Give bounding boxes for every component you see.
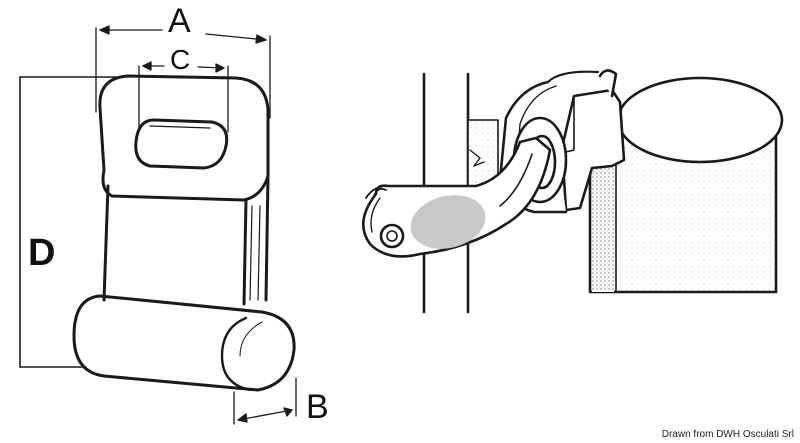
dimension-a-line	[95, 25, 271, 119]
bracket-loop	[98, 74, 270, 202]
dimension-c-line	[138, 61, 229, 133]
dimension-d-line	[19, 76, 117, 368]
credit-text: Drawn from DWH Osculati Srl	[661, 429, 794, 440]
bracket-dimension-drawing	[19, 25, 297, 425]
dimension-c-label: C	[170, 44, 191, 75]
bracket-strap	[102, 174, 270, 306]
dimension-b-line	[233, 377, 297, 425]
lever-arm	[362, 136, 552, 258]
bracket-roller	[72, 294, 296, 392]
installed-view-drawing	[362, 69, 784, 314]
dimension-b-label: B	[306, 388, 329, 426]
bracket-slot	[134, 118, 229, 170]
dimension-d-label: D	[28, 232, 56, 274]
dimension-a-label: A	[168, 2, 191, 40]
